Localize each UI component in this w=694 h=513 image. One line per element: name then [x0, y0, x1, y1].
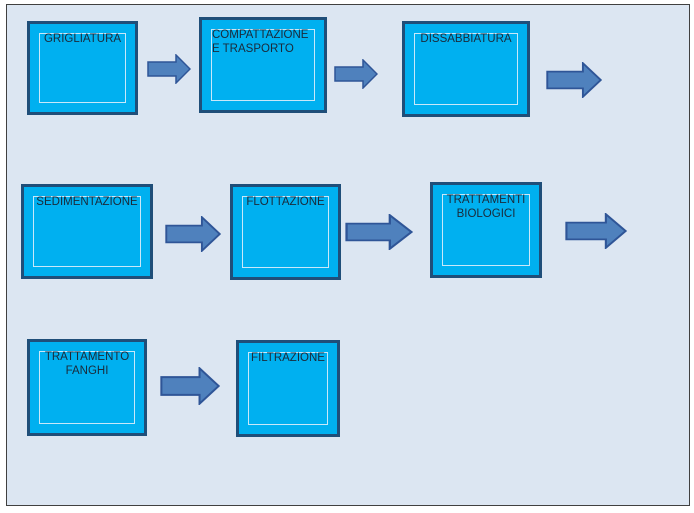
node-inner-frame	[39, 33, 126, 103]
node-inner-frame	[33, 196, 141, 267]
node-label: FLOTTAZIONE	[246, 196, 325, 208]
node-trattamenti-biologici: TRATTAMENTI BIOLOGICI	[430, 182, 542, 278]
node-inner-frame	[414, 33, 518, 105]
arrow-right-icon	[345, 214, 413, 250]
node-flottazione: FLOTTAZIONE	[230, 184, 341, 280]
node-inner-frame	[211, 29, 315, 101]
node-label: TRATTAMENTO FANGHI	[44, 351, 130, 377]
node-label: TRATTAMENTI BIOLOGICI	[446, 194, 526, 220]
node-inner-frame	[248, 352, 328, 425]
node-inner-frame	[242, 196, 329, 268]
arrow-right-icon	[160, 367, 220, 405]
node-label: FILTRAZIONE	[251, 352, 325, 364]
node-label: GRIGLIATURA	[43, 33, 122, 45]
node-trattamento-fanghi: TRATTAMENTO FANGHI	[27, 339, 147, 436]
arrow-right-icon	[165, 216, 221, 252]
node-compattazione-e-trasporto: COMPATTAZIONE E TRASPORTO	[199, 17, 327, 113]
arrow-right-icon	[565, 213, 627, 249]
node-dissabbiatura: DISSABBIATURA	[402, 21, 530, 117]
node-inner-frame	[442, 194, 530, 266]
node-filtrazione: FILTRAZIONE	[236, 340, 340, 437]
node-label: COMPATTAZIONE E TRASPORTO	[212, 29, 309, 55]
diagram-canvas: GRIGLIATURA COMPATTAZIONE E TRASPORTO DI…	[6, 4, 690, 506]
arrow-right-icon	[546, 62, 602, 98]
node-label: SEDIMENTAZIONE	[36, 196, 138, 208]
node-inner-frame	[39, 351, 135, 424]
arrow-right-icon	[334, 59, 378, 89]
node-label: DISSABBIATURA	[420, 33, 512, 45]
arrow-right-icon	[147, 54, 191, 84]
node-sedimentazione: SEDIMENTAZIONE	[21, 184, 153, 279]
node-grigliatura: GRIGLIATURA	[27, 21, 138, 115]
